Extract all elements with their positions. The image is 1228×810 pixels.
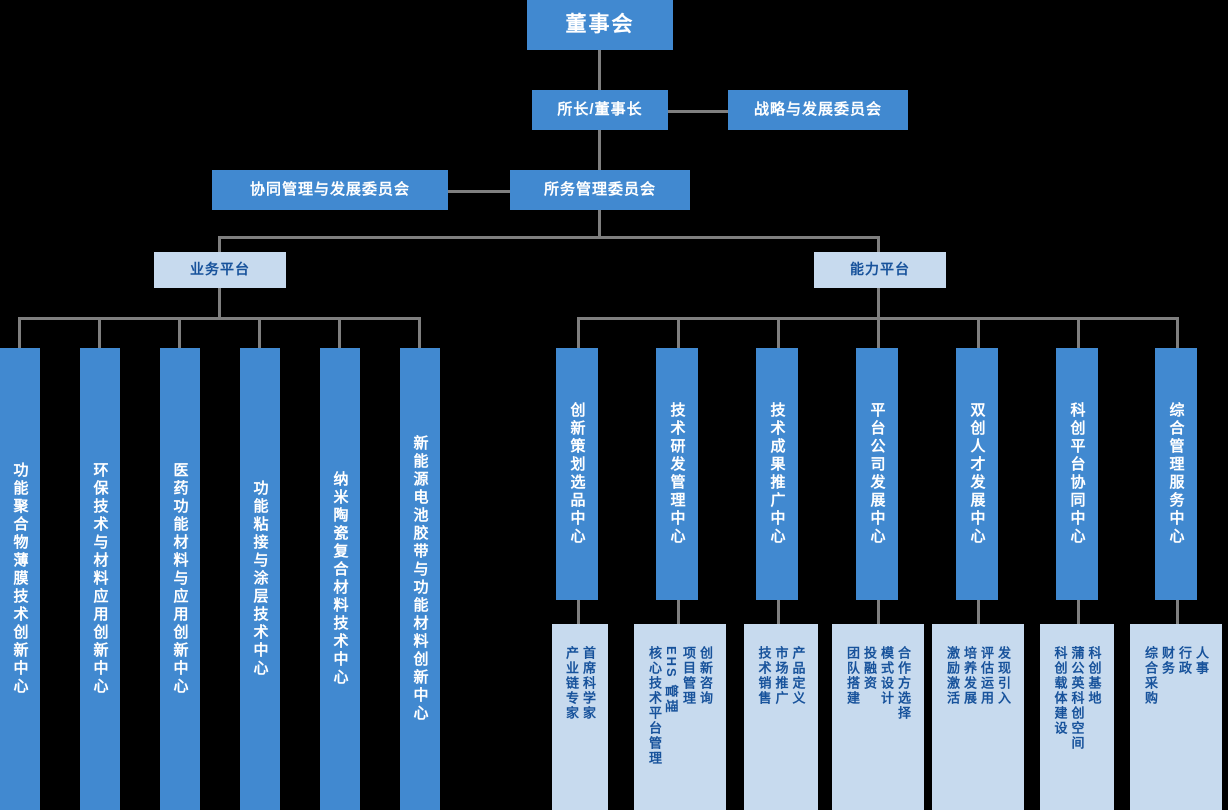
capability-center-5[interactable]: 双创人才发展中心 xyxy=(956,348,998,600)
connector-business-drop-2 xyxy=(98,317,101,348)
business-center-5[interactable]: 纳米陶瓷复合材料技术中心 xyxy=(320,348,360,810)
node-coordination-management-committee[interactable]: 协同管理与发展委员会 xyxy=(212,170,448,210)
node-capability-platform[interactable]: 能力平台 xyxy=(814,252,946,288)
capability-sub-group-5[interactable]: 发现引入 评估运用 培养发展 激励激活 xyxy=(932,624,1024,810)
business-center-label: 纳米陶瓷复合材料技术中心 xyxy=(331,471,349,687)
connector-center-sub-5 xyxy=(977,600,980,624)
capability-center-label: 科创平台协同中心 xyxy=(1068,402,1086,546)
connector-capability-drop-4 xyxy=(877,317,880,348)
capability-sub-group-1[interactable]: 首席科学家 产业链专家 xyxy=(552,624,608,810)
node-affairs-management-committee[interactable]: 所务管理委员会 xyxy=(510,170,690,210)
connector-capability-drop-2 xyxy=(677,317,680,348)
sub-item: EHS 管理 xyxy=(664,646,679,715)
connector-business-drop-6 xyxy=(418,317,421,348)
capability-center-label: 综合管理服务中心 xyxy=(1167,402,1185,546)
connector-center-sub-3 xyxy=(777,600,780,624)
capability-sub-group-3[interactable]: 产品定义 市场推广 技术销售 xyxy=(744,624,818,810)
business-center-label: 新能源电池胶带与功能材料创新中心 xyxy=(411,435,429,723)
capability-center-label: 技术成果推广中心 xyxy=(768,402,786,546)
sub-item: 财务 xyxy=(1160,646,1175,676)
sub-item: 首席科学家 xyxy=(581,646,596,721)
sub-item: 技术销售 xyxy=(756,646,772,706)
sub-item: 发现引入 xyxy=(996,646,1011,706)
business-center-3[interactable]: 医药功能材料与应用创新中心 xyxy=(160,348,200,810)
capability-center-label: 创新策划选品中心 xyxy=(568,402,586,546)
sub-item: 创新咨询 xyxy=(698,646,713,706)
sub-item: 综合采购 xyxy=(1143,646,1158,706)
business-center-label: 功能聚合物薄膜技术创新中心 xyxy=(11,462,29,696)
connector-capability-drop-5 xyxy=(977,317,980,348)
node-director-chairman[interactable]: 所长/董事长 xyxy=(532,90,668,130)
node-business-platform[interactable]: 业务平台 xyxy=(154,252,286,288)
sub-item: 产业链专家 xyxy=(564,646,579,721)
connector-director-strategy xyxy=(668,110,728,113)
capability-center-3[interactable]: 技术成果推广中心 xyxy=(756,348,798,600)
business-center-label: 功能粘接与涂层技术中心 xyxy=(251,480,269,678)
sub-item: 合作方选择 xyxy=(896,646,911,721)
capability-center-2[interactable]: 技术研发管理中心 xyxy=(656,348,698,600)
connector-board-director xyxy=(598,50,601,90)
business-center-1[interactable]: 功能聚合物薄膜技术创新中心 xyxy=(0,348,40,810)
capability-sub-group-6[interactable]: 科创基地 蒲公英科创空间 科创载体建设 xyxy=(1040,624,1114,810)
connector-center-sub-6 xyxy=(1077,600,1080,624)
capability-center-1[interactable]: 创新策划选品中心 xyxy=(556,348,598,600)
business-center-label: 环保技术与材料应用创新中心 xyxy=(91,462,109,696)
connector-center-sub-7 xyxy=(1176,600,1179,624)
connector-capability-drop-1 xyxy=(577,317,580,348)
sub-item: 核心技术平台管理 xyxy=(647,646,662,766)
connector-center-sub-1 xyxy=(577,600,580,624)
connector-business-drop-5 xyxy=(338,317,341,348)
sub-item: 投融资 xyxy=(862,646,877,691)
connector-capability-drop-3 xyxy=(777,317,780,348)
capability-sub-group-2[interactable]: 创新咨询 项目管理 EHS 管理 核心技术平台管理 xyxy=(634,624,726,810)
sub-item: 科创载体建设 xyxy=(1052,646,1068,736)
connector-business-drop-3 xyxy=(178,317,181,348)
connector-director-affairs xyxy=(598,130,601,170)
connector-business-drop-4 xyxy=(258,317,261,348)
sub-item: 蒲公英科创空间 xyxy=(1069,646,1085,751)
connector-bus-capability xyxy=(877,236,880,252)
business-center-2[interactable]: 环保技术与材料应用创新中心 xyxy=(80,348,120,810)
sub-item: 激励激活 xyxy=(945,646,960,706)
capability-sub-group-7[interactable]: 人事 行政 财务 综合采购 xyxy=(1130,624,1222,810)
sub-item: 行政 xyxy=(1177,646,1192,676)
capability-center-label: 平台公司发展中心 xyxy=(868,402,886,546)
sub-item: 项目管理 xyxy=(681,646,696,706)
connector-platform-bus xyxy=(218,236,880,239)
business-center-6[interactable]: 新能源电池胶带与功能材料创新中心 xyxy=(400,348,440,810)
connector-affairs-platformbus xyxy=(598,210,601,238)
node-board-of-directors[interactable]: 董事会 xyxy=(527,0,673,50)
capability-center-6[interactable]: 科创平台协同中心 xyxy=(1056,348,1098,600)
connector-capability-down xyxy=(877,288,880,318)
sub-item: 产品定义 xyxy=(790,646,806,706)
capability-center-label: 双创人才发展中心 xyxy=(968,402,986,546)
connector-capability-drop-7 xyxy=(1176,317,1179,348)
connector-bus-business xyxy=(218,236,221,252)
connector-business-bus xyxy=(18,317,420,320)
capability-center-4[interactable]: 平台公司发展中心 xyxy=(856,348,898,600)
capability-sub-group-4[interactable]: 合作方选择 模式设计 投融资 团队搭建 xyxy=(832,624,924,810)
sub-item: 人事 xyxy=(1194,646,1209,676)
connector-center-sub-4 xyxy=(877,600,880,624)
connector-affairs-coordination xyxy=(448,190,510,193)
connector-business-drop-1 xyxy=(18,317,21,348)
sub-item: 科创基地 xyxy=(1086,646,1102,706)
business-center-4[interactable]: 功能粘接与涂层技术中心 xyxy=(240,348,280,810)
sub-item: 团队搭建 xyxy=(845,646,860,706)
capability-center-7[interactable]: 综合管理服务中心 xyxy=(1155,348,1197,600)
connector-capability-drop-6 xyxy=(1077,317,1080,348)
capability-center-label: 技术研发管理中心 xyxy=(668,402,686,546)
sub-item: 评估运用 xyxy=(979,646,994,706)
connector-center-sub-2 xyxy=(677,600,680,624)
node-strategy-development-committee[interactable]: 战略与发展委员会 xyxy=(728,90,908,130)
sub-item: 培养发展 xyxy=(962,646,977,706)
sub-item: 市场推广 xyxy=(773,646,789,706)
connector-business-down xyxy=(218,288,221,318)
sub-item: 模式设计 xyxy=(879,646,894,706)
business-center-label: 医药功能材料与应用创新中心 xyxy=(171,462,189,696)
